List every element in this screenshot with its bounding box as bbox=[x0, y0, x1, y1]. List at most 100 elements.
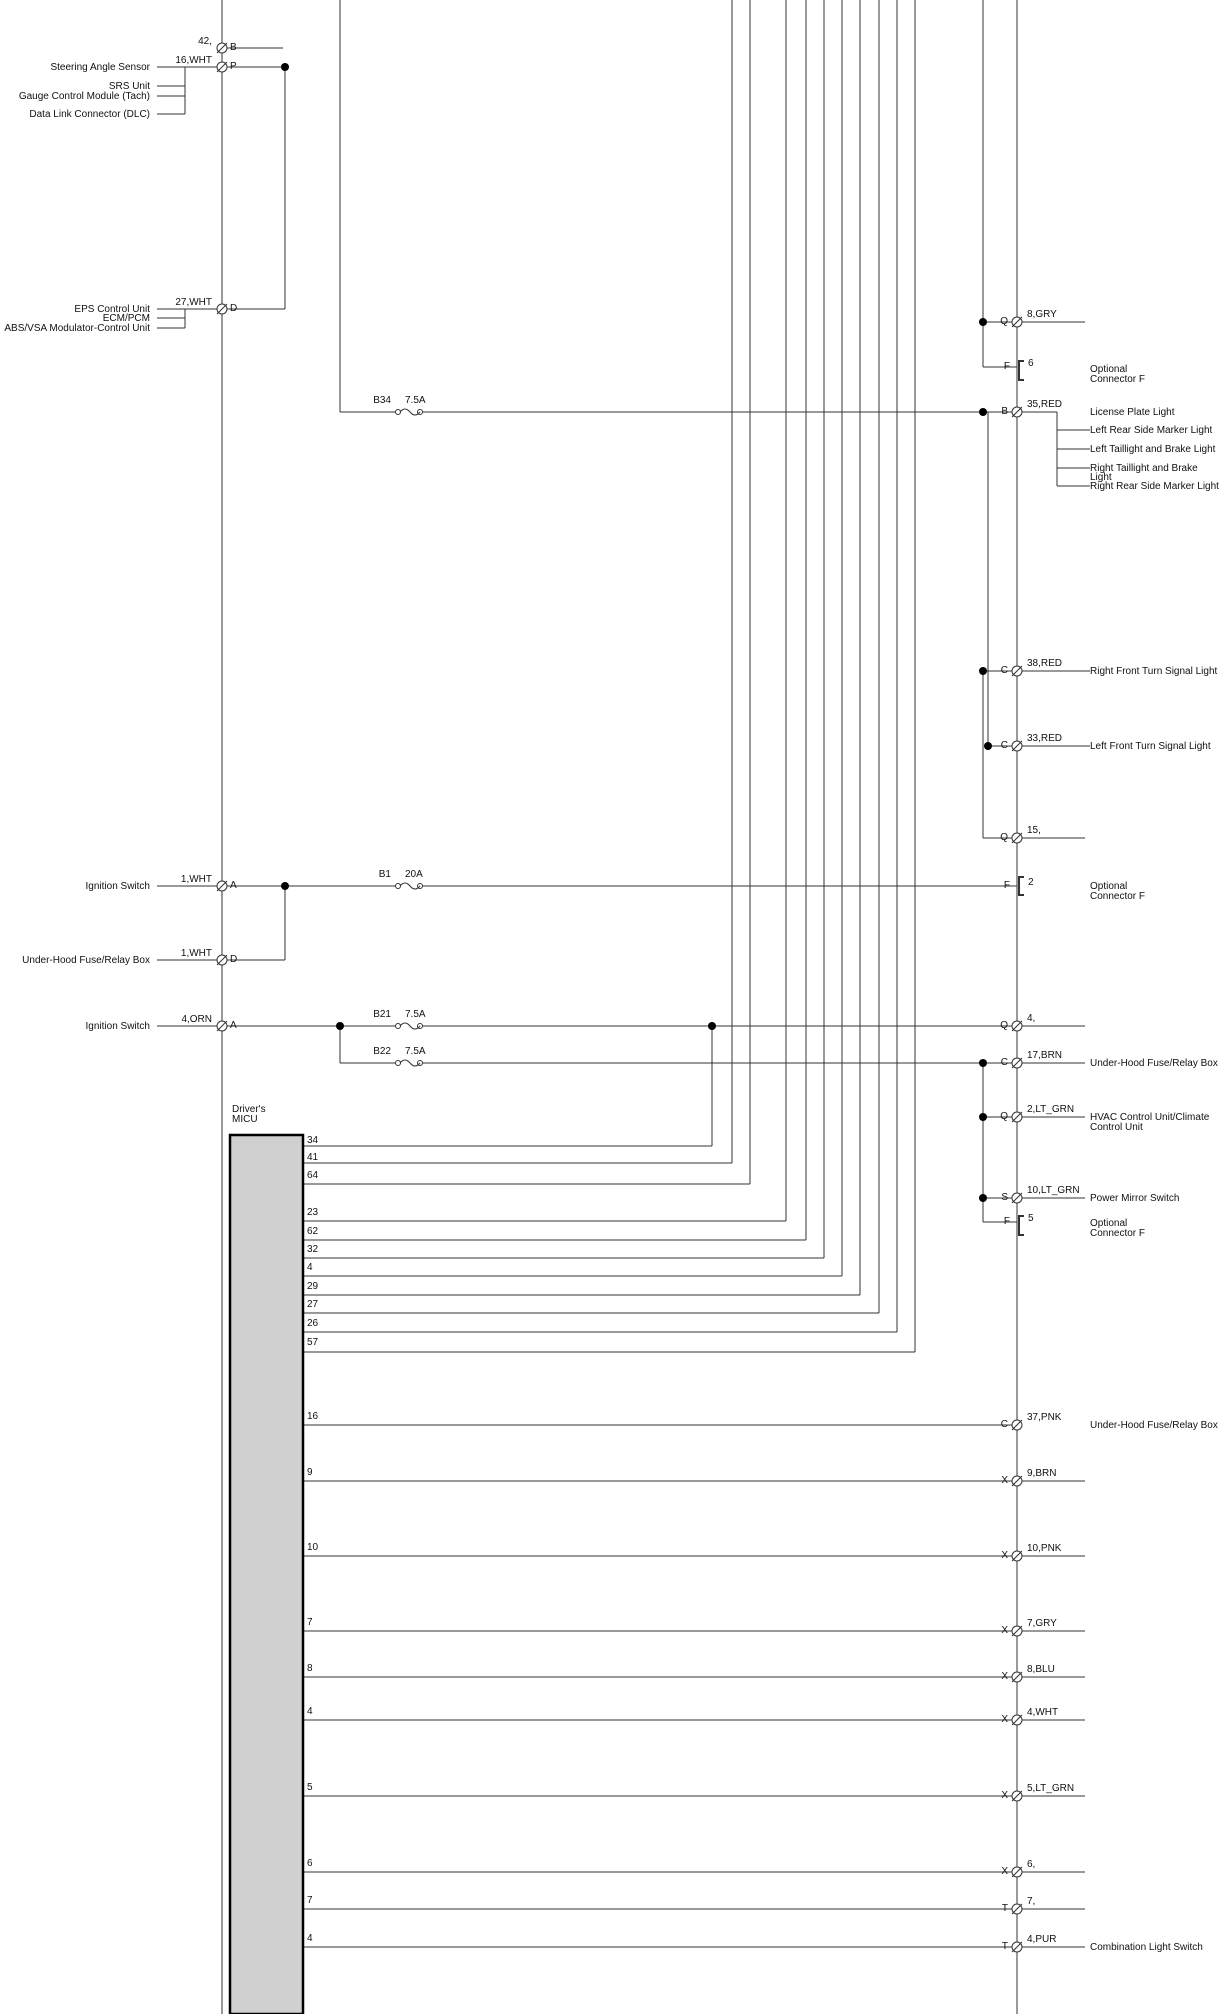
pin-letter: C bbox=[1001, 1057, 1008, 1068]
pin-letter: F bbox=[1004, 1216, 1010, 1227]
pin-letter: B bbox=[230, 42, 237, 53]
pin-letter: Q bbox=[1000, 1111, 1008, 1122]
pin-letter: T bbox=[1002, 1903, 1008, 1914]
micu-pin-label: 29 bbox=[307, 1281, 319, 1292]
component-label: Optional bbox=[1090, 1218, 1127, 1229]
lc-steering: 42, B bbox=[198, 36, 237, 54]
fuse-rating: 20A bbox=[405, 869, 423, 880]
wire-label: 10,LT_GRN bbox=[1027, 1185, 1080, 1196]
pin-letter: P bbox=[230, 61, 237, 72]
micu-pin-label: 23 bbox=[307, 1207, 319, 1218]
wire-label: 7, bbox=[1027, 1896, 1035, 1907]
wire-label: 1,WHT bbox=[181, 874, 212, 885]
pin-letter: C bbox=[1001, 1419, 1008, 1430]
micu-pin-label: 57 bbox=[307, 1337, 319, 1348]
wire-label: 42, bbox=[198, 36, 212, 47]
wire-label: 5 bbox=[1028, 1213, 1034, 1224]
component-label: Connector F bbox=[1090, 891, 1145, 902]
wire-label: 2 bbox=[1028, 877, 1034, 888]
component-label: Steering Angle Sensor bbox=[50, 62, 150, 73]
micu-pin-label: 62 bbox=[307, 1226, 319, 1237]
component-label: Control Unit bbox=[1090, 1122, 1143, 1133]
micu-pin-label: 4 bbox=[307, 1262, 313, 1273]
micu-pin-label: 10 bbox=[307, 1542, 319, 1553]
pin-letter: Q bbox=[1000, 1020, 1008, 1031]
micu-pin-label: 4 bbox=[307, 1933, 313, 1944]
pin-letter: T bbox=[1002, 1941, 1008, 1952]
wire-label: 8,GRY bbox=[1027, 309, 1057, 320]
component-label: Gauge Control Module (Tach) bbox=[19, 91, 150, 102]
component-label: Right Taillight and Brake bbox=[1090, 463, 1198, 474]
pin-letter: X bbox=[1001, 1625, 1008, 1636]
rc-8: Q 4, bbox=[1000, 1013, 1035, 1032]
wire-label: 15, bbox=[1027, 825, 1041, 836]
micu-title-line2: MICU bbox=[232, 1114, 258, 1125]
rc-21: T 7, bbox=[1002, 1896, 1035, 1915]
wire-label: 9,BRN bbox=[1027, 1468, 1056, 1479]
pin-letter: X bbox=[1001, 1550, 1008, 1561]
wire-label: 38,RED bbox=[1027, 658, 1062, 669]
micu-pin-label: 4 bbox=[307, 1706, 313, 1717]
pin-letter: X bbox=[1001, 1866, 1008, 1877]
wire-label: 8,BLU bbox=[1027, 1664, 1055, 1675]
rc-1: Q8,GRY bbox=[1000, 309, 1057, 328]
micu-pin-label: 64 bbox=[307, 1170, 319, 1181]
component-label: License Plate Light bbox=[1090, 407, 1175, 418]
component-label: Ignition Switch bbox=[86, 881, 150, 892]
component-label: Connector F bbox=[1090, 374, 1145, 385]
rc-15: X 10,PNK bbox=[1001, 1543, 1062, 1562]
pin-letter: X bbox=[1001, 1671, 1008, 1682]
component-label: Left Taillight and Brake Light bbox=[1090, 444, 1216, 455]
component-label: Right Rear Side Marker Light bbox=[1090, 481, 1219, 492]
fuse-symbols bbox=[395, 408, 423, 1067]
wire-label: 27,WHT bbox=[175, 297, 212, 308]
pin-letter: X bbox=[1001, 1790, 1008, 1801]
rc-9: C 17,BRN Under-Hood Fuse/Relay Box bbox=[1001, 1050, 1218, 1069]
component-label: Power Mirror Switch bbox=[1090, 1193, 1179, 1204]
micu-pin-label: 9 bbox=[307, 1467, 313, 1478]
component-label: ABS/VSA Modulator-Control Unit bbox=[4, 323, 150, 334]
wire-label: 4,ORN bbox=[181, 1014, 212, 1025]
wire-label: 6, bbox=[1027, 1859, 1035, 1870]
pin-letter: S bbox=[1001, 1192, 1008, 1203]
pin-letter: D bbox=[230, 303, 237, 314]
pin-letter: Q bbox=[1000, 832, 1008, 843]
lc-ign1: 1,WHT A Ignition Switch bbox=[86, 874, 237, 892]
micu-pin-label: 7 bbox=[307, 1895, 313, 1906]
component-label: Right Front Turn Signal Light bbox=[1090, 666, 1218, 677]
wire-label: 1,WHT bbox=[181, 948, 212, 959]
micu-pin-label: 6 bbox=[307, 1858, 313, 1869]
fuse-name: B34 bbox=[373, 395, 391, 406]
wire-label: 4, bbox=[1027, 1013, 1035, 1024]
rc-6: Q 15, bbox=[1000, 825, 1041, 844]
fuse-name: B21 bbox=[373, 1009, 391, 1020]
rc-20: X 6, bbox=[1001, 1859, 1035, 1878]
wire-label: 35,RED bbox=[1027, 399, 1062, 410]
pin-letter: A bbox=[230, 880, 237, 891]
wire-label: 17,BRN bbox=[1027, 1050, 1062, 1061]
pin-letter: F bbox=[1004, 880, 1010, 891]
pin-letter: B bbox=[1001, 406, 1008, 417]
rc-18: X4,WHT bbox=[1001, 1707, 1058, 1726]
wire-label: 10,PNK bbox=[1027, 1543, 1062, 1554]
wire-label: 37,PNK bbox=[1027, 1412, 1062, 1423]
pin-letter: C bbox=[1001, 665, 1008, 676]
component-label: Data Link Connector (DLC) bbox=[29, 109, 150, 120]
rc-17: X 8,BLU bbox=[1001, 1664, 1055, 1683]
component-label: Under-Hood Fuse/Relay Box bbox=[1090, 1058, 1218, 1069]
wire-label: 5,LT_GRN bbox=[1027, 1783, 1074, 1794]
